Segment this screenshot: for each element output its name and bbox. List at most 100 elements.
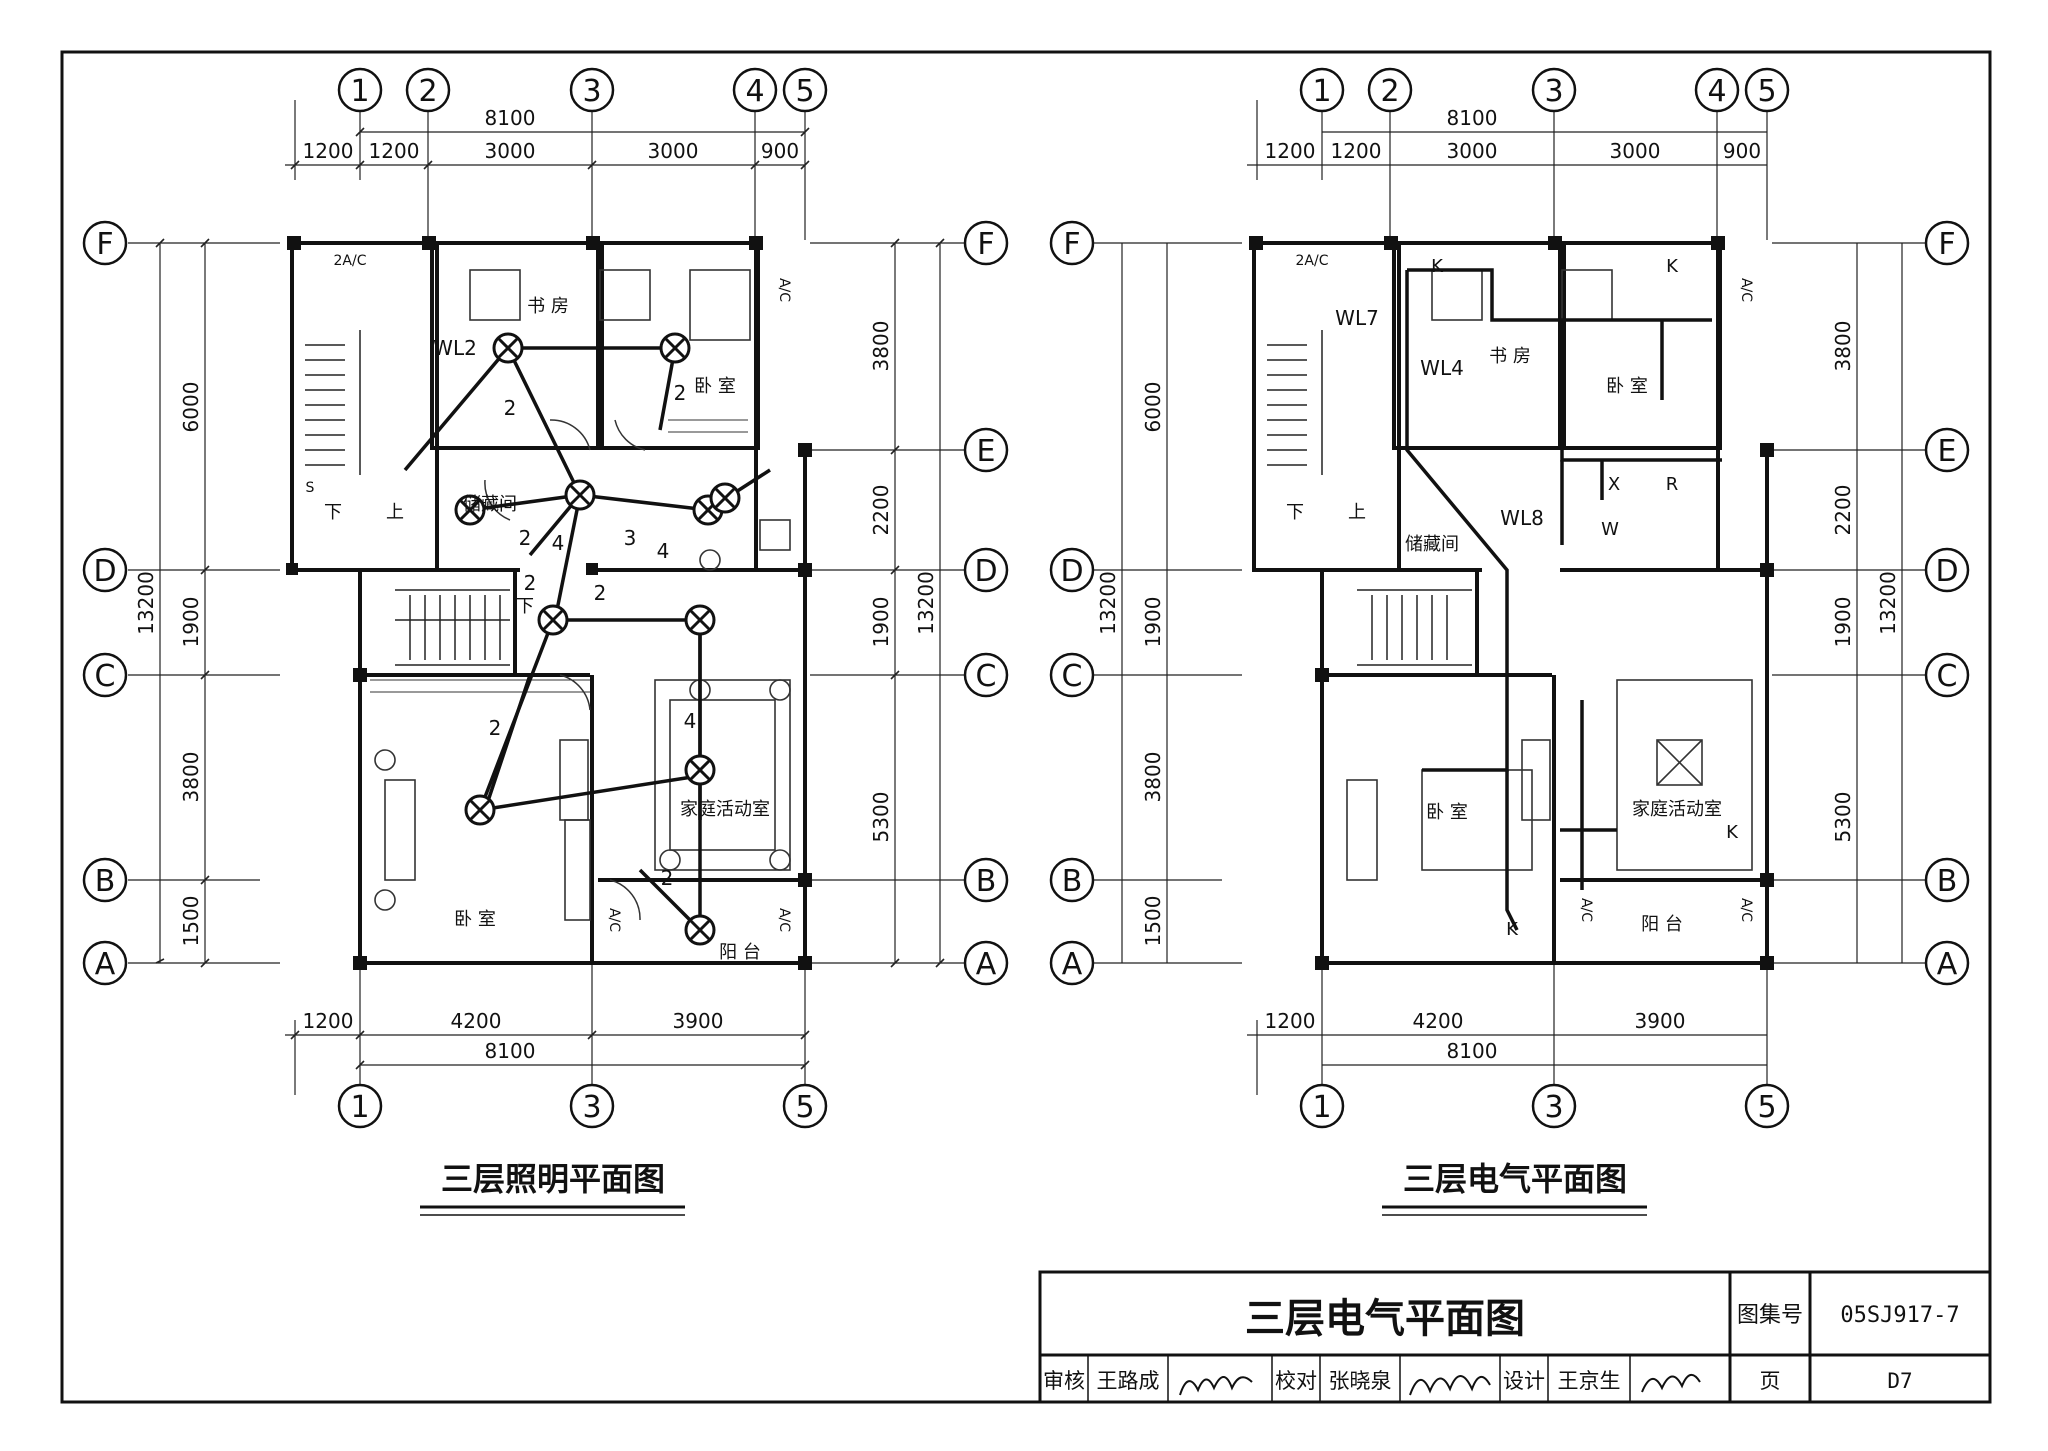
room-study: 书 房 xyxy=(527,296,569,317)
wire-count: 4 xyxy=(657,539,670,563)
design-name: 王京生 xyxy=(1558,1369,1621,1393)
lamp-cross xyxy=(688,918,712,942)
grid-bubble: B xyxy=(95,864,116,899)
ac-label: A/C xyxy=(1738,898,1754,922)
room-bedroom-top: 卧 室 xyxy=(694,376,736,397)
socket-k: K xyxy=(1431,256,1444,277)
wire-count: 2 xyxy=(594,581,607,605)
dim-left: 1500 xyxy=(1141,896,1165,947)
lamp-cross xyxy=(688,758,712,782)
ac-label: A/C xyxy=(776,908,792,932)
dim-top: 1200 xyxy=(369,139,420,163)
dim-right-total: 13200 xyxy=(914,571,938,635)
grid-bubble: A xyxy=(1937,947,1958,982)
dim-bottom: 4200 xyxy=(1413,1009,1464,1033)
grid-bubble: A xyxy=(95,947,116,982)
dim-right: 5300 xyxy=(869,792,893,843)
room-family: 家庭活动室 xyxy=(680,799,770,820)
dim-top: 1200 xyxy=(1265,139,1316,163)
dim-right: 3800 xyxy=(1831,321,1855,372)
dim-right-total: 13200 xyxy=(1876,571,1900,635)
room-storage: 储藏间 xyxy=(1405,534,1459,555)
dim-total-top: 8100 xyxy=(485,106,536,130)
atlas-number: 05SJ917-7 xyxy=(1840,1303,1959,1328)
lamp-cross xyxy=(568,483,592,507)
grid-bubble: 4 xyxy=(745,74,764,109)
dimension-labels: 8100 1200 1200 3000 3000 900 1200 4200 3… xyxy=(134,106,938,1063)
dim-right: 2200 xyxy=(869,485,893,536)
socket-k: K xyxy=(1506,919,1519,940)
room-bedroom: 卧 室 xyxy=(1426,802,1468,823)
grid-bubble: 4 xyxy=(1707,74,1726,109)
dim-top: 3000 xyxy=(648,139,699,163)
dim-top: 1200 xyxy=(1331,139,1382,163)
wire-count: 2 xyxy=(661,866,674,890)
room-balcony: 阳 台 xyxy=(719,942,761,963)
grid-bubble: 1 xyxy=(350,1090,369,1125)
grid-bubble: 5 xyxy=(795,74,814,109)
stair-up: 上 xyxy=(386,502,404,523)
lamp-fixtures xyxy=(454,332,741,946)
dim-bottom: 3900 xyxy=(673,1009,724,1033)
socket-w: W xyxy=(1601,519,1619,540)
grid-bubble: F xyxy=(1938,227,1955,262)
dim-total-bottom: 8100 xyxy=(1447,1039,1498,1063)
circuit-label: WL2 xyxy=(433,336,477,360)
grid-bubble: F xyxy=(96,227,113,262)
grid-bubble: B xyxy=(1062,864,1083,899)
grid-bubble: 1 xyxy=(1312,74,1331,109)
grid-bubble: 5 xyxy=(795,1090,814,1125)
room-bedroom-top: 卧 室 xyxy=(1606,376,1648,397)
grid-bubble: 5 xyxy=(1757,1090,1776,1125)
wire-count: 2 xyxy=(674,381,687,405)
room-study: 书 房 xyxy=(1489,346,1531,367)
dim-right: 2200 xyxy=(1831,485,1855,536)
page-number: D7 xyxy=(1887,1369,1912,1393)
wire-count: 3 xyxy=(624,526,637,550)
dim-total-bottom: 8100 xyxy=(485,1039,536,1063)
switch-s: S xyxy=(306,480,315,496)
grid-bubble: A xyxy=(1062,947,1083,982)
dim-bottom: 1200 xyxy=(303,1009,354,1033)
grid-bubble: C xyxy=(95,659,116,694)
sheet-title: 三层电气平面图 xyxy=(1245,1296,1525,1342)
grid-bubble: C xyxy=(976,659,997,694)
grid-bubble: D xyxy=(1935,554,1958,589)
room-storage: 储藏间 xyxy=(463,494,517,515)
dim-left: 1900 xyxy=(179,597,203,648)
stair-down: 下 xyxy=(324,502,342,523)
dim-top: 3000 xyxy=(1610,139,1661,163)
dim-top: 900 xyxy=(761,139,799,163)
grid-bubble: 1 xyxy=(350,74,369,109)
ac-label: 2A/C xyxy=(1296,253,1329,269)
grid-bubble: E xyxy=(1938,434,1957,469)
dim-left: 3800 xyxy=(179,752,203,803)
check-label: 校对 xyxy=(1275,1369,1317,1393)
design-label: 设计 xyxy=(1503,1369,1545,1393)
dim-left: 6000 xyxy=(1141,382,1165,433)
lamp-cross xyxy=(688,608,712,632)
dim-right: 1900 xyxy=(869,597,893,648)
grid-bubble: F xyxy=(1063,227,1080,262)
wire-count: 4 xyxy=(552,531,565,555)
grid-bubble: B xyxy=(1937,864,1958,899)
grid-bubble: E xyxy=(977,434,996,469)
stair-down: 下 xyxy=(1286,502,1304,523)
dim-right: 5300 xyxy=(1831,792,1855,843)
page-label: 页 xyxy=(1760,1369,1781,1393)
title-block: 三层电气平面图 图集号 05SJ917-7 审核 王路成 校对 张晓泉 设计 王… xyxy=(1038,1270,1992,1404)
electrical-plan: 1 2 3 4 5 1 3 5 F D C B A F xyxy=(1049,67,1970,1216)
design-signature xyxy=(1641,1374,1701,1393)
sheet-border xyxy=(60,50,1992,1404)
room-bedroom: 卧 室 xyxy=(454,909,496,930)
dim-right: 1900 xyxy=(1831,597,1855,648)
ac-label: A/C xyxy=(1578,898,1594,922)
grid-bubble: B xyxy=(976,864,997,899)
dim-top: 1200 xyxy=(303,139,354,163)
grid-bubble: 2 xyxy=(1380,74,1399,109)
lamp-cross xyxy=(468,798,492,822)
grid-bubble: 3 xyxy=(582,1090,601,1125)
socket-x: X xyxy=(1608,474,1620,495)
grid-bubble: F xyxy=(977,227,994,262)
